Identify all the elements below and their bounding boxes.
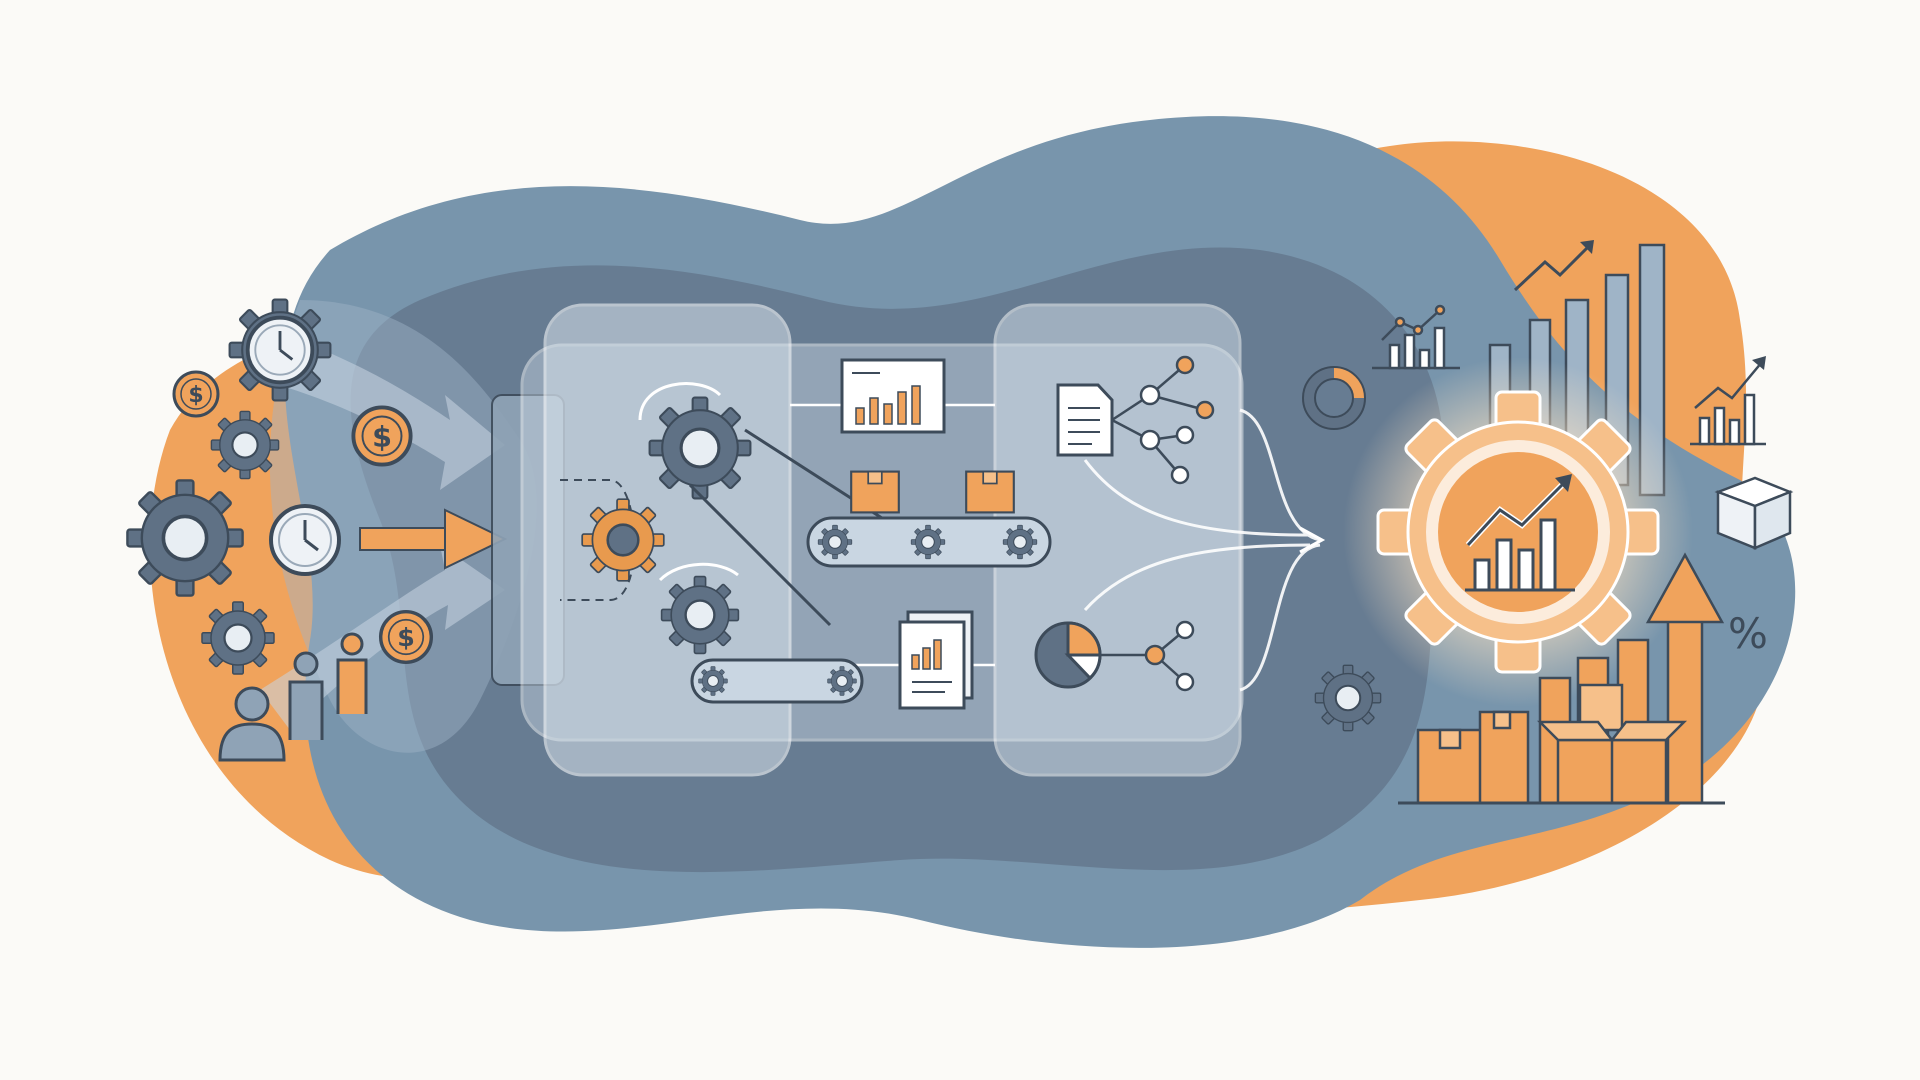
process-panel xyxy=(491,303,1326,777)
dollar-coin-icon: $ xyxy=(172,370,220,418)
arrow-up-icon xyxy=(1645,552,1725,805)
person-icon xyxy=(336,632,368,714)
dollar-symbol: $ xyxy=(188,383,203,408)
box-icon xyxy=(1714,476,1794,550)
outputs-cluster: % xyxy=(1302,240,1794,805)
trend-chart-icon xyxy=(1465,474,1575,592)
box-icon xyxy=(965,470,1015,514)
document-icon xyxy=(898,610,974,710)
trend-chart-icon xyxy=(1372,304,1460,370)
dollar-coin-icon: $ xyxy=(378,609,434,665)
trend-chart-icon xyxy=(1690,356,1766,446)
box-icon xyxy=(1536,683,1688,805)
pie-chart-icon xyxy=(1034,621,1102,689)
arrow-up-icon xyxy=(1513,240,1594,292)
link-line xyxy=(688,483,832,627)
rotation-arrow xyxy=(638,382,722,421)
conveyor-belt-icon xyxy=(690,658,864,704)
arrow-right-icon xyxy=(1299,526,1326,554)
donut-chart-icon xyxy=(1302,366,1366,430)
arrow-right-icon xyxy=(359,508,508,570)
slate-light-band xyxy=(269,300,537,753)
dollar-coin-icon: $ xyxy=(351,405,413,467)
bar-chart-icon xyxy=(840,358,946,434)
rotation-arrow xyxy=(658,562,739,582)
box-icon xyxy=(850,470,900,514)
gear-icon xyxy=(1376,390,1660,674)
gear-icon xyxy=(580,497,666,583)
dollar-symbol: $ xyxy=(397,623,415,652)
flow-lines xyxy=(1083,408,1321,692)
conveyor-belt-icon xyxy=(806,516,1052,568)
gear-icon xyxy=(210,410,280,480)
box-icon xyxy=(1416,710,1530,805)
clock-icon xyxy=(269,504,341,576)
percent-icon: % xyxy=(1728,609,1768,658)
gear-icon xyxy=(125,478,245,598)
clock-icon xyxy=(245,315,315,385)
inputs-cluster: $ $ $ xyxy=(125,298,434,762)
gear-icon xyxy=(1314,664,1382,732)
dollar-symbol: $ xyxy=(372,419,392,453)
gear-icon xyxy=(660,575,740,655)
document-icon xyxy=(1056,383,1114,457)
person-icon xyxy=(288,651,324,740)
gear-icon xyxy=(200,600,276,676)
network-icon xyxy=(1111,355,1215,485)
network-icon xyxy=(1100,620,1195,692)
gear-icon xyxy=(648,396,752,500)
person-icon xyxy=(218,686,286,762)
